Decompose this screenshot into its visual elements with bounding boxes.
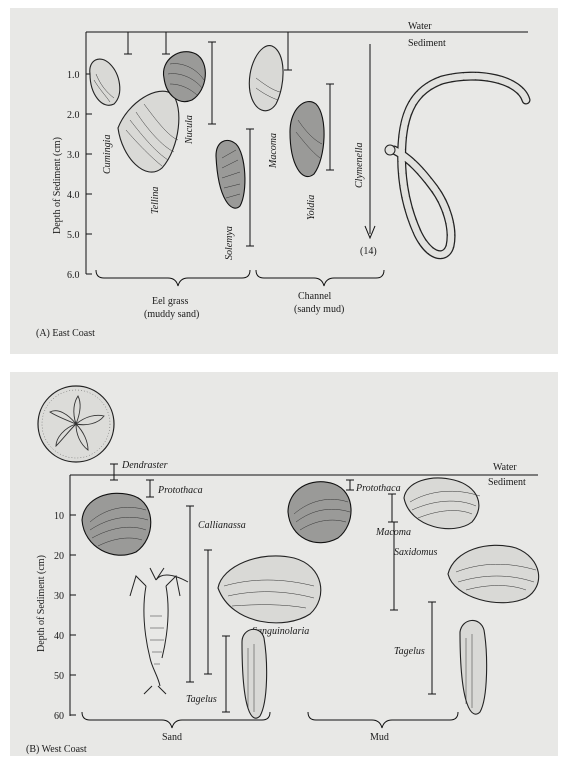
cumingia-label: Cumingia (102, 135, 113, 174)
sediment-label: Sediment (488, 477, 526, 488)
clymenella-depth-label: (14) (360, 246, 377, 257)
tick-label: 30 (54, 591, 64, 602)
water-label: Water (408, 21, 432, 32)
tick-label: 6.0 (67, 270, 80, 281)
protothaca-shell-icon (288, 482, 351, 543)
mud-habitat-label: Mud (370, 732, 389, 743)
depth-axis-label: Depth of Sediment (cm) (52, 137, 63, 234)
channel-label: Channel (298, 291, 332, 302)
east-coast-diagram: Water Sediment 1.0 2.0 3.0 4.0 5.0 6.0 D… (10, 8, 558, 354)
depth-ticks: 10 20 30 40 50 60 (54, 511, 76, 722)
tagelus-shell-icon (242, 629, 267, 718)
nucula-shell-icon (163, 52, 205, 102)
tellina-shell-icon (118, 91, 179, 172)
sanguinolaria-shell-icon (218, 556, 321, 623)
tagelus-shell-icon (460, 620, 487, 714)
solemya-label: Solemya (224, 226, 235, 260)
eel-grass-label: Eel grass (152, 296, 188, 307)
nucula-label: Nucula (184, 115, 195, 145)
macoma-label: Macoma (268, 133, 279, 169)
tagelus-mud-label: Tagelus (394, 646, 425, 657)
protothaca-shell-icon (82, 493, 151, 555)
callianassa-label: Callianassa (198, 520, 246, 531)
panel-b-caption: (B) West Coast (26, 744, 87, 755)
tick-label: 40 (54, 631, 64, 642)
tick-label: 1.0 (67, 70, 80, 81)
clymenella-worm-icon (385, 76, 526, 255)
tagelus-sand-label: Tagelus (186, 694, 217, 705)
protothaca-sand-label: Protothaca (157, 485, 203, 496)
tick-label: 50 (54, 671, 64, 682)
clymenella-label: Clymenella (354, 142, 365, 188)
yoldia-shell-icon (290, 102, 324, 177)
yoldia-label: Yoldia (306, 195, 317, 220)
eel-grass-sublabel: (muddy sand) (144, 309, 199, 320)
macoma-mud-label: Macoma (375, 527, 411, 538)
habitat-braces (96, 270, 384, 286)
tick-label: 5.0 (67, 230, 80, 241)
west-coast-diagram: Water Sediment 10 20 30 40 50 60 Depth o… (10, 372, 558, 756)
dendraster-sand-dollar-icon (38, 386, 114, 462)
west-coast-panel: Water Sediment 10 20 30 40 50 60 Depth o… (10, 372, 558, 756)
solemya-shell-icon (216, 140, 245, 208)
tick-label: 20 (54, 551, 64, 562)
saxidomus-shell-icon (404, 478, 480, 529)
protothaca-mud-label: Protothaca (355, 483, 401, 494)
depth-axis-label: Depth of Sediment (cm) (36, 555, 47, 652)
channel-sublabel: (sandy mud) (294, 304, 344, 315)
water-label: Water (493, 462, 517, 473)
cumingia-shell-icon (90, 59, 120, 105)
saxidomus-label: Saxidomus (394, 547, 437, 558)
tick-label: 10 (54, 511, 64, 522)
dendraster-label: Dendraster (121, 460, 168, 471)
tick-label: 2.0 (67, 110, 80, 121)
tick-label: 4.0 (67, 190, 80, 201)
habitat-braces (82, 712, 458, 728)
tick-label: 3.0 (67, 150, 80, 161)
panel-a-caption: (A) East Coast (36, 328, 95, 339)
sand-habitat-label: Sand (162, 732, 182, 743)
east-coast-panel: Water Sediment 1.0 2.0 3.0 4.0 5.0 6.0 D… (10, 8, 558, 354)
depth-ticks: 1.0 2.0 3.0 4.0 5.0 6.0 (67, 70, 92, 281)
tellina-label: Tellina (150, 187, 161, 214)
tick-label: 60 (54, 711, 64, 722)
macoma-shell-icon (249, 46, 283, 111)
callianassa-shrimp-icon (130, 568, 188, 694)
sediment-label: Sediment (408, 38, 446, 49)
macoma-shell-icon (448, 545, 539, 602)
